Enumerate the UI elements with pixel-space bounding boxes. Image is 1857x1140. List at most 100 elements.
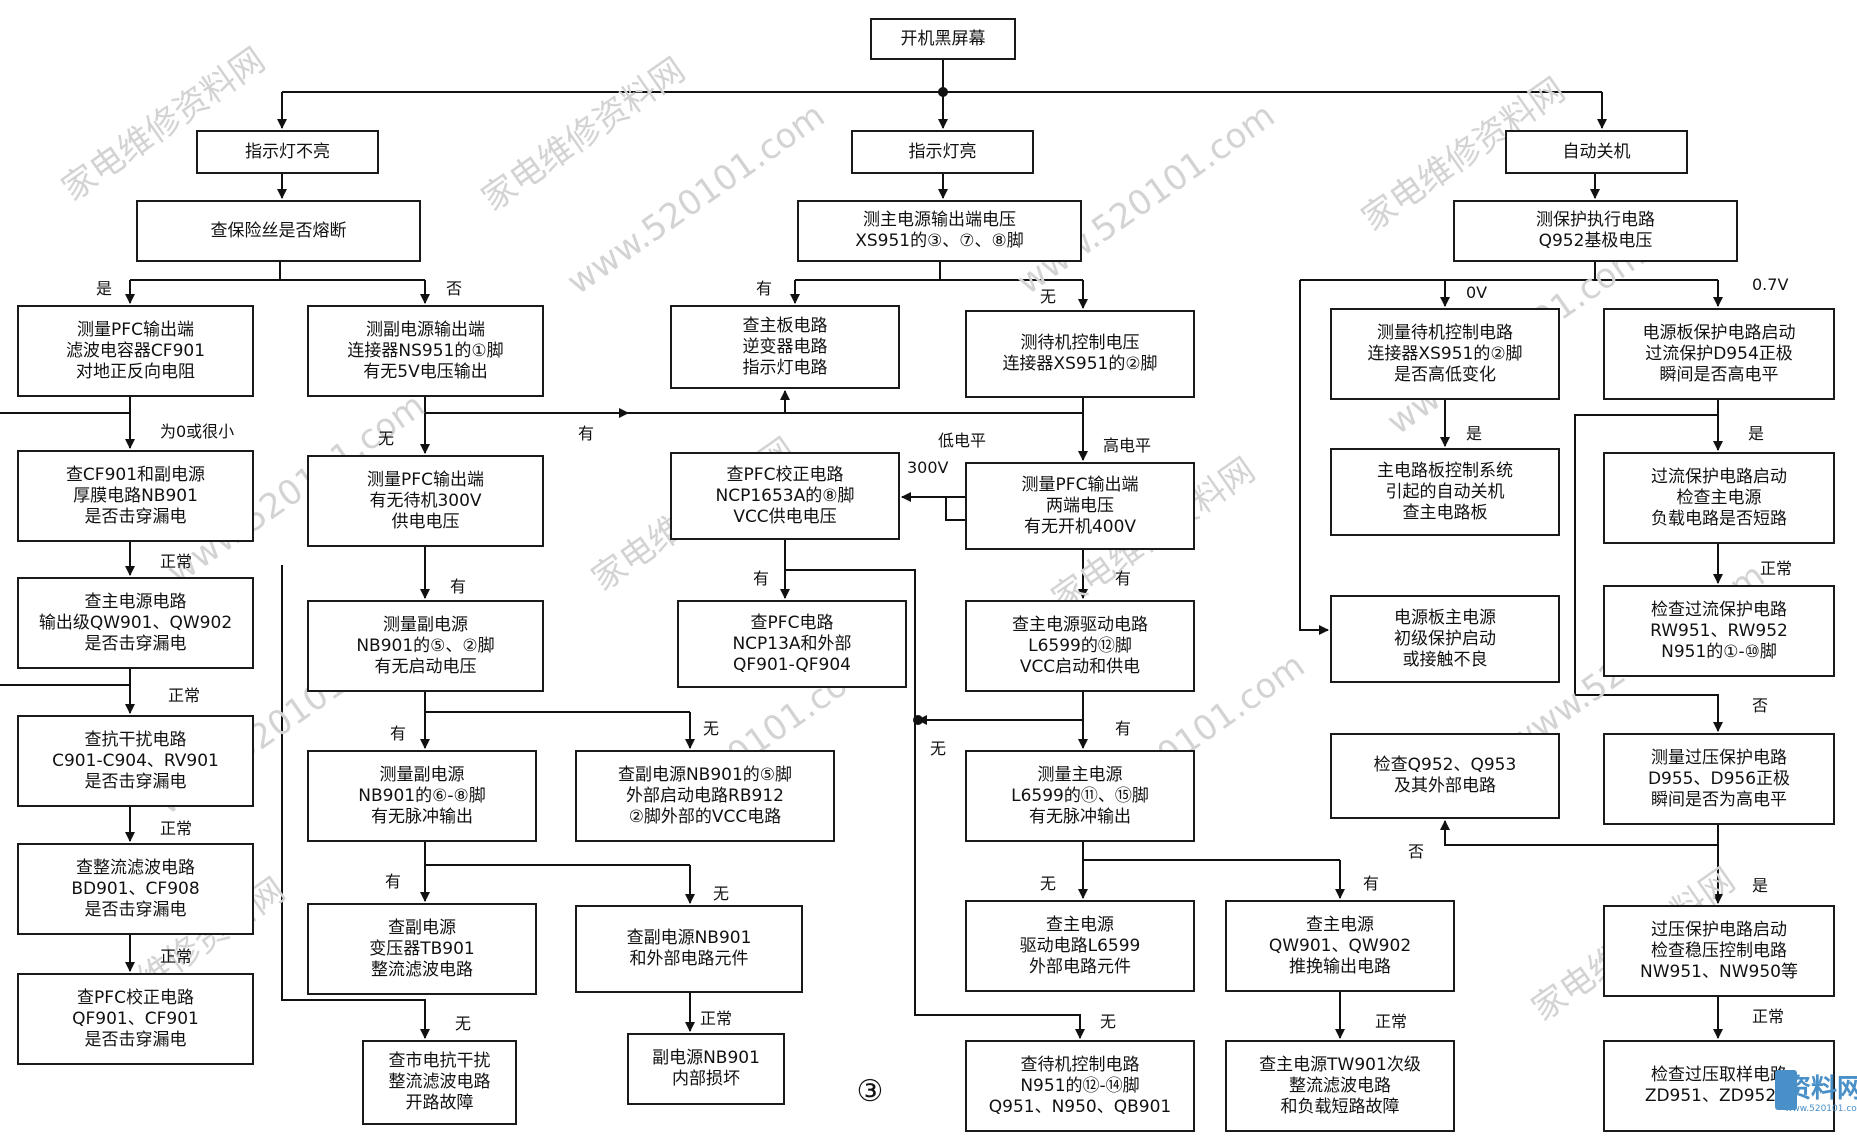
connector <box>917 692 1084 725</box>
node-line: 供电电压 <box>391 511 460 532</box>
node-line: 查副电源NB901的⑤脚 <box>617 764 793 785</box>
node-line: 查副电源NB901 <box>626 928 752 948</box>
node-line: 是否击穿漏电 <box>84 899 187 920</box>
node-line: 有无启动电压 <box>374 656 477 677</box>
label-normal: 正常 <box>1760 559 1793 578</box>
node-line: N951的①-⑩脚 <box>1661 641 1777 662</box>
node-primary-protect: 电源板主电源初级保护启动或接触不良 <box>1330 595 1560 683</box>
logo-url: www.520101.com <box>1785 1104 1857 1114</box>
node-line: 查保险丝是否熔断 <box>210 220 347 241</box>
node-line: ZD951、ZD952等 <box>1644 1086 1794 1106</box>
node-line: 有无开机400V <box>1023 516 1137 537</box>
node-line: 是否击穿漏电 <box>84 506 187 527</box>
node-line: 整流滤波电路 <box>388 1072 491 1092</box>
node-line: 连接器XS951的②脚 <box>1002 354 1158 374</box>
node-line: 测待机控制电压 <box>1020 333 1140 353</box>
node-line: 连接器NS951的①脚 <box>347 340 504 361</box>
node-line: 副电源NB901 <box>652 1048 760 1068</box>
node-line: NB901的⑥-⑧脚 <box>358 785 486 806</box>
node-line: L6599的⑪、⑮脚 <box>1011 785 1149 806</box>
node-pfc-400v: 测量PFC输出端两端电压有无开机400V <box>965 462 1195 550</box>
label-none: 无 <box>378 429 395 448</box>
node-standby-measure: 测量待机控制电路连接器XS951的②脚是否高低变化 <box>1330 308 1560 400</box>
node-line: 查主电源TW901次级 <box>1259 1054 1421 1075</box>
node-line: 测量PFC输出端 <box>367 469 484 490</box>
connector <box>955 398 1084 414</box>
label-0v: 0V <box>1466 283 1488 302</box>
label-none: 无 <box>703 719 720 738</box>
junction-dot <box>913 715 923 725</box>
node-line: 厚膜电路NB901 <box>73 485 198 506</box>
node-line: 是否击穿漏电 <box>84 771 187 792</box>
node-standby-ctrl: 测待机控制电压连接器XS951的②脚 <box>965 310 1195 398</box>
node-line: 查PFC电路 <box>750 612 834 633</box>
label-normal: 正常 <box>700 1009 733 1028</box>
label-normal: 正常 <box>160 819 193 838</box>
label-none: 无 <box>930 739 947 758</box>
node-line: 负载电路是否短路 <box>1651 508 1787 529</box>
connector <box>281 565 430 1039</box>
connector <box>785 569 1085 1039</box>
label-has: 有 <box>450 577 467 596</box>
node-line: VCC启动和供电 <box>1019 656 1141 677</box>
node-fuse: 查保险丝是否熔断 <box>136 200 421 262</box>
label-yes: 是 <box>1752 876 1769 895</box>
node-line: 驱动电路L6599 <box>1019 935 1141 956</box>
node-line: 查CF901和副电源 <box>65 464 206 485</box>
node-line: 变压器TB901 <box>369 938 475 959</box>
node-line: 和负载短路故障 <box>1280 1096 1400 1117</box>
node-line: VCC供电电压 <box>733 506 837 527</box>
node-line: D955、D956正极 <box>1647 768 1791 789</box>
node-mains-emi: 查市电抗干扰整流滤波电路开路故障 <box>362 1040 517 1125</box>
label-none: 无 <box>1040 874 1057 893</box>
node-line: 是否击穿漏电 <box>84 633 187 654</box>
node-line: 测副电源输出端 <box>366 319 485 340</box>
node-line: 整流滤波电路 <box>1289 1075 1391 1096</box>
node-line: L6599的⑫脚 <box>1028 635 1132 656</box>
node-line: 推挽输出电路 <box>1289 956 1391 977</box>
node-line: 整流滤波电路 <box>371 959 473 980</box>
node-line: 检查主电源 <box>1676 487 1762 508</box>
node-line: 查副电源 <box>388 917 456 938</box>
node-line: 检查过流保护电路 <box>1651 599 1787 620</box>
node-line: 查主电源电路 <box>84 591 187 612</box>
node-line: 查主电路板 <box>1402 502 1488 523</box>
connector <box>1299 280 1329 635</box>
node-line: 检查稳压控制电路 <box>1651 940 1787 961</box>
node-line: 内部损坏 <box>672 1069 740 1089</box>
label-zero-small: 为0或很小 <box>160 422 235 441</box>
node-line: 是否击穿漏电 <box>84 1029 187 1050</box>
node-line: 查整流滤波电路 <box>76 857 195 878</box>
label-normal: 正常 <box>168 686 201 705</box>
node-tw901: 查主电源TW901次级整流滤波电路和负载短路故障 <box>1225 1040 1455 1132</box>
node-line: 电源板保护电路启动 <box>1642 322 1796 343</box>
label-none: 无 <box>713 884 730 903</box>
label-has: 有 <box>756 279 773 298</box>
node-line: 有无待机300V <box>369 490 482 511</box>
node-line: 引起的自动关机 <box>1385 481 1505 502</box>
connector <box>1574 414 1723 732</box>
node-line: Q952基极电压 <box>1538 231 1653 251</box>
label-none: 无 <box>1100 1012 1117 1031</box>
node-line: 和外部电路元件 <box>629 949 749 969</box>
page-number: ③ <box>856 1074 884 1109</box>
node-line: 对地正反向电阻 <box>76 361 195 382</box>
node-line: 过压保护电路启动 <box>1651 919 1787 940</box>
label-yes: 是 <box>96 279 113 298</box>
node-line: N951的⑫-⑭脚 <box>1020 1075 1140 1096</box>
node-mainboard-ctrl: 主电路板控制系统引起的自动关机查主电路板 <box>1330 448 1560 536</box>
label-high-level: 高电平 <box>1103 436 1152 455</box>
node-line: 过流保护D954正极 <box>1645 343 1793 364</box>
